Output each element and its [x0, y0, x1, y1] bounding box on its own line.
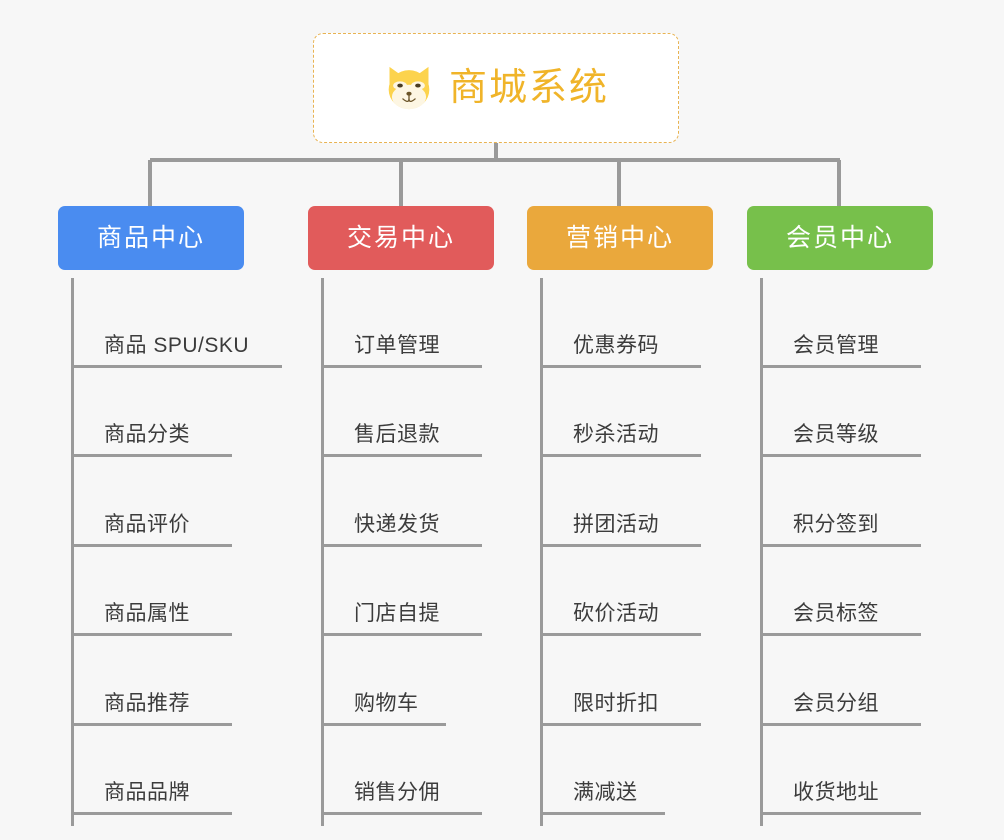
leaf-label: 门店自提 [354, 602, 440, 625]
leaf-item[interactable]: 销售分佣 [324, 726, 528, 816]
leaf-label: 售后退款 [354, 423, 440, 446]
leaf-label: 商品属性 [104, 602, 190, 625]
leaf-list-2: 优惠券码 秒杀活动 拼团活动 砍价活动 限时折扣 满减送 [540, 278, 747, 826]
leaf-item[interactable]: 会员标签 [763, 547, 967, 637]
category-header-0[interactable]: 商品中心 [58, 206, 244, 270]
leaf-item[interactable]: 商品推荐 [74, 636, 278, 726]
leaf-item[interactable]: 商品品牌 [74, 726, 278, 816]
leaf-item[interactable]: 优惠券码 [543, 278, 747, 368]
leaf-item[interactable]: 商品分类 [74, 368, 278, 458]
leaf-item[interactable]: 商品评价 [74, 457, 278, 547]
leaf-item[interactable]: 会员等级 [763, 368, 967, 458]
leaf-label: 商品 SPU/SKU [104, 333, 250, 357]
leaf-item[interactable]: 快递发货 [324, 457, 528, 547]
leaf-list-3: 会员管理 会员等级 积分签到 会员标签 会员分组 收货地址 [760, 278, 967, 826]
category-label-1: 交易中心 [346, 223, 455, 252]
leaf-item[interactable]: 订单管理 [324, 278, 528, 368]
leaf-label: 商品分类 [104, 423, 190, 446]
leaf-list-1: 订单管理 售后退款 快递发货 门店自提 购物车 销售分佣 [321, 278, 528, 826]
category-header-1[interactable]: 交易中心 [308, 206, 494, 270]
category-label-3: 会员中心 [785, 223, 894, 252]
leaf-item[interactable]: 商品属性 [74, 547, 278, 637]
leaf-label: 会员管理 [793, 333, 879, 357]
leaf-label: 拼团活动 [573, 512, 659, 536]
leaf-label: 会员标签 [793, 602, 879, 625]
leaf-label: 优惠券码 [573, 333, 659, 357]
leaf-label: 快递发货 [354, 512, 440, 536]
leaf-label: 秒杀活动 [573, 423, 659, 446]
category-label-2: 营销中心 [565, 223, 674, 252]
leaf-item[interactable]: 限时折扣 [543, 636, 747, 726]
leaf-label: 收货地址 [793, 781, 879, 804]
leaf-label: 砍价活动 [573, 602, 659, 625]
leaf-item[interactable]: 秒杀活动 [543, 368, 747, 458]
leaf-item[interactable]: 满减送 [543, 726, 747, 816]
leaf-label: 销售分佣 [354, 781, 440, 804]
root-node[interactable]: 商城系统 [313, 33, 679, 143]
leaf-label: 商品品牌 [104, 781, 190, 804]
leaf-label: 商品推荐 [104, 691, 190, 715]
category-column-1: 交易中心 订单管理 售后退款 快递发货 门店自提 购物车 [308, 206, 528, 826]
leaf-item[interactable]: 拼团活动 [543, 457, 747, 547]
shiba-dog-face-icon [388, 66, 430, 111]
leaf-label: 限时折扣 [573, 691, 659, 715]
leaf-item[interactable]: 售后退款 [324, 368, 528, 458]
leaf-label: 购物车 [354, 691, 419, 715]
leaf-item[interactable]: 门店自提 [324, 547, 528, 637]
leaf-label: 满减送 [573, 781, 638, 804]
leaf-label: 订单管理 [354, 333, 440, 357]
category-header-2[interactable]: 营销中心 [527, 206, 713, 270]
leaf-label: 商品评价 [104, 512, 190, 536]
leaf-item[interactable]: 会员分组 [763, 636, 967, 726]
category-header-3[interactable]: 会员中心 [747, 206, 933, 270]
category-column-2: 营销中心 优惠券码 秒杀活动 拼团活动 砍价活动 限时折扣 [527, 206, 747, 826]
leaf-label: 会员等级 [793, 423, 879, 446]
category-columns: 商品中心 商品 SPU/SKU 商品分类 商品评价 商品属性 商品推荐 [0, 206, 1004, 840]
leaf-item[interactable]: 收货地址 [763, 726, 967, 816]
leaf-item[interactable]: 积分签到 [763, 457, 967, 547]
leaf-label: 积分签到 [793, 512, 879, 536]
category-column-0: 商品中心 商品 SPU/SKU 商品分类 商品评价 商品属性 商品推荐 [58, 206, 282, 826]
leaf-item[interactable]: 购物车 [324, 636, 528, 726]
category-column-3: 会员中心 会员管理 会员等级 积分签到 会员标签 会员分组 [747, 206, 967, 826]
leaf-item[interactable]: 砍价活动 [543, 547, 747, 637]
leaf-list-0: 商品 SPU/SKU 商品分类 商品评价 商品属性 商品推荐 商品品牌 [71, 278, 282, 826]
leaf-item[interactable]: 商品 SPU/SKU [74, 278, 282, 368]
root-title: 商城系统 [448, 67, 609, 109]
leaf-label: 会员分组 [793, 691, 879, 715]
leaf-item[interactable]: 会员管理 [763, 278, 967, 368]
category-label-0: 商品中心 [96, 223, 205, 252]
